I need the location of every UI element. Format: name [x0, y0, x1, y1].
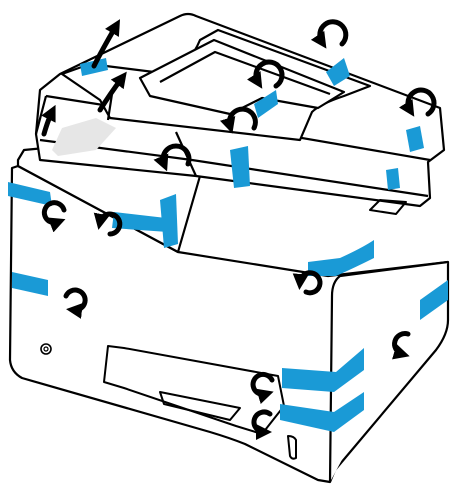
tape-strip: [280, 392, 364, 432]
tape-strip: [420, 280, 448, 320]
curved-arrow-icon: [219, 106, 258, 134]
curved-arrow-icon: [93, 211, 123, 237]
tape-strip: [326, 58, 350, 86]
curved-arrow-icon: [310, 19, 349, 49]
tape-strip: [308, 240, 374, 276]
tape-strip: [406, 126, 424, 152]
curved-arrow-icon: [292, 270, 323, 296]
packing-tapes: [8, 58, 448, 432]
curved-arrow-icon: [398, 87, 437, 117]
tape-strip: [12, 272, 48, 296]
curved-arrow-icon: [153, 143, 192, 172]
tape-strip: [230, 146, 250, 188]
curved-arrow-icon: [250, 371, 275, 404]
power-button: [40, 343, 52, 355]
curved-arrow-icon: [63, 287, 88, 319]
arrow-up-icon: [41, 104, 56, 137]
curved-arrow-icon: [246, 59, 285, 89]
arrow-up-icon: [91, 19, 121, 69]
curved-arrow-icon: [251, 409, 273, 440]
tape-strip: [112, 212, 168, 232]
arrow-up-icon: [97, 71, 127, 113]
tape-strip: [282, 348, 364, 392]
tape-strip: [254, 90, 278, 118]
scanner-unit: [34, 12, 446, 208]
tape-strip: [160, 194, 178, 248]
tape-strip: [8, 182, 52, 206]
tape-strip: [386, 168, 400, 190]
removal-arrows: [41, 19, 437, 440]
curved-arrow-icon: [41, 200, 67, 233]
curved-arrow-icon: [392, 331, 411, 360]
